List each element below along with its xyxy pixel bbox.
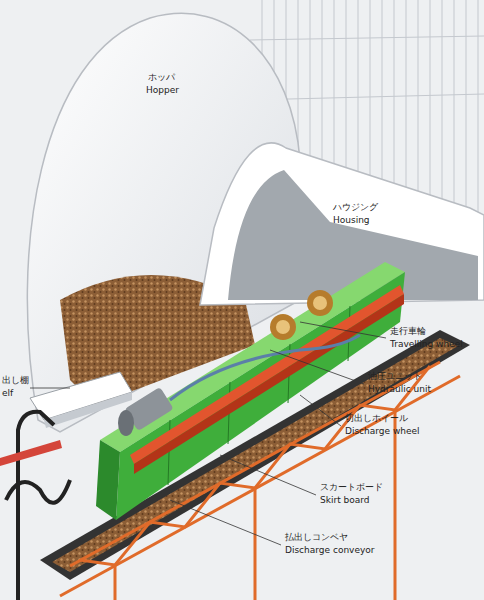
housing [200,143,484,305]
part-label: elf [2,388,13,399]
part-label: Discharge wheel [345,426,420,437]
cable [18,412,54,600]
rail-side [134,294,404,474]
travelling-wheel [307,290,333,316]
leader-lines [30,322,386,545]
part-label: Travelling wheel [390,339,463,350]
rail-top [130,285,404,464]
part-label: ホッパ [148,72,175,83]
hydraulic-hose [170,335,360,400]
part-label: 切出しホイール [345,413,408,424]
part-label: 出し棚 [2,375,29,386]
machine-side [116,272,405,520]
machine-end [96,440,120,520]
part-label: Discharge conveyor [285,545,375,556]
machine-panels [168,306,350,485]
housing-interior [228,170,478,300]
part-label: 油圧ユニット [368,371,422,382]
part-label: Hydraulic unit [368,384,431,395]
part-label: Hopper [146,85,179,96]
part-label: Skirt board [320,495,370,506]
motor-end [118,410,134,436]
travelling-wheel [270,314,296,340]
part-label: ハウジング [333,202,378,213]
part-label: Housing [333,215,370,226]
part-label: 走行車輪 [390,326,426,337]
cable [6,480,70,503]
part-label: 払出しコンベヤ [285,532,348,543]
part-label: スカートボード [320,482,383,493]
conduit [0,440,62,466]
wheel-hub [276,320,290,334]
wheel-hub [313,296,327,310]
